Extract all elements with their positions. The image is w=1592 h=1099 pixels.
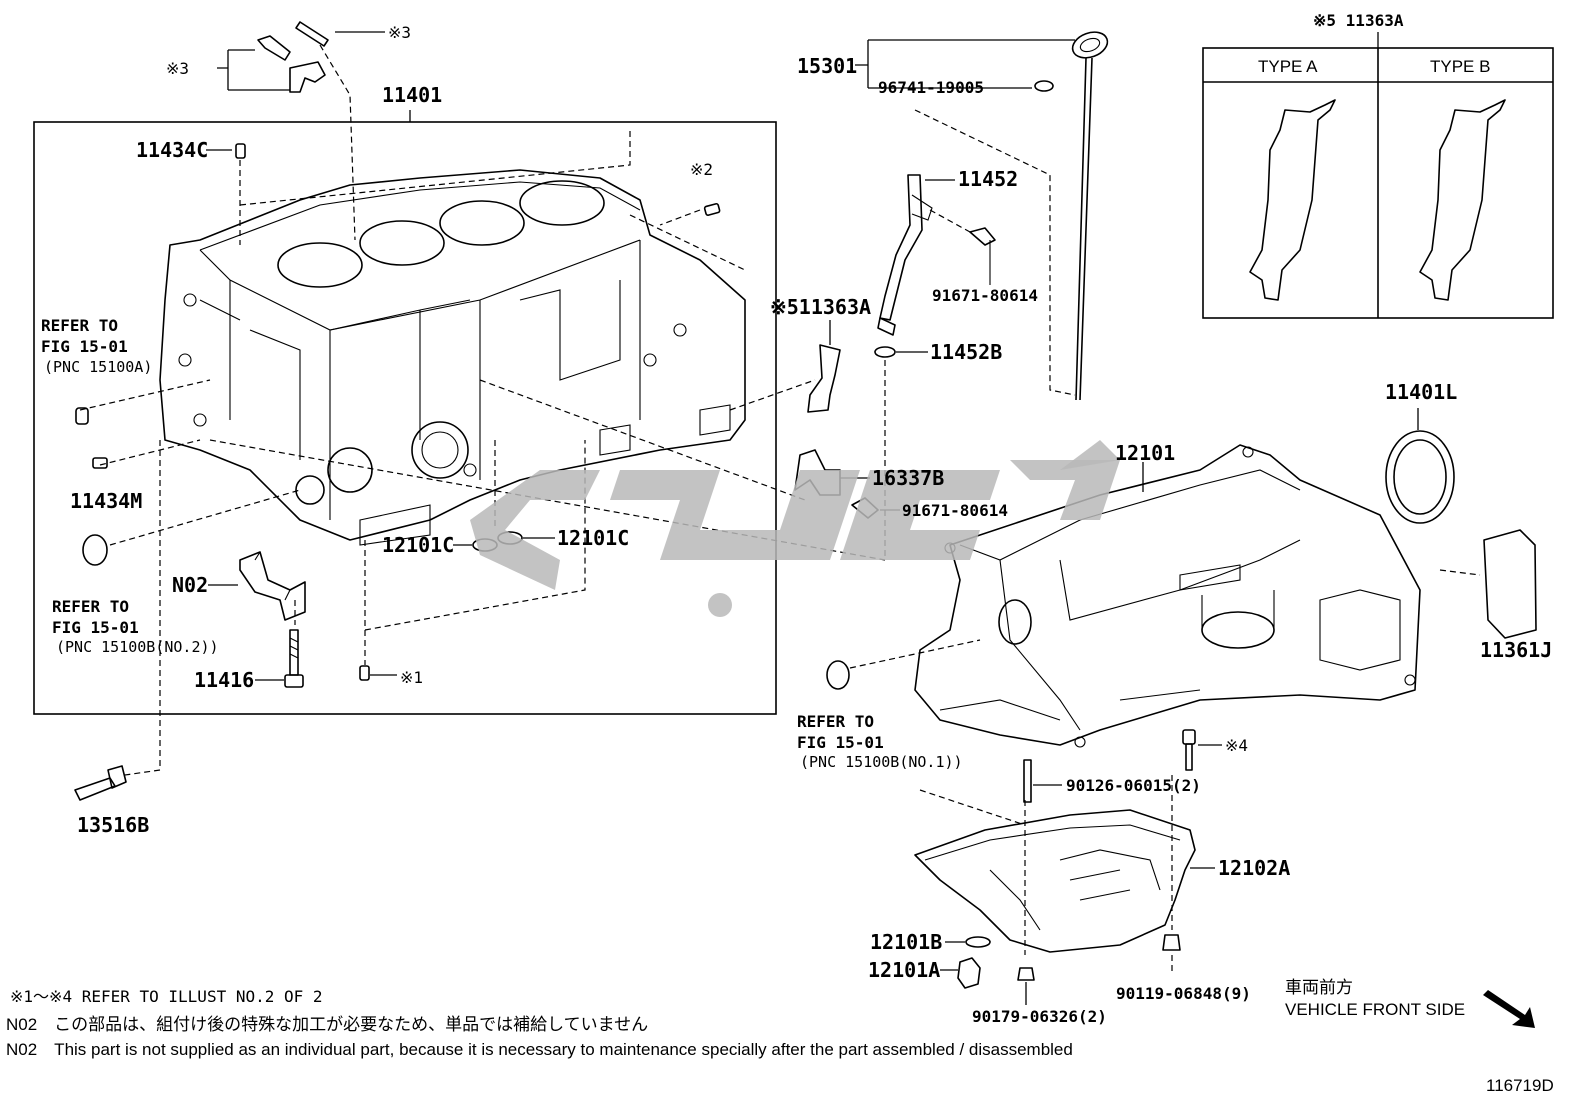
label-90119-06848: 90119-06848(9): [1116, 984, 1251, 1003]
label-ref3-upper: ※3: [388, 23, 411, 42]
inset-type-b: TYPE B: [1430, 57, 1490, 76]
fitting-13516b-illustration: [74, 765, 127, 801]
vehicle-front-en: VEHICLE FRONT SIDE: [1285, 1000, 1465, 1019]
dipstick-15301-illustration[interactable]: [1069, 28, 1111, 401]
dowel-illustration: [75, 407, 89, 425]
label-ref4: ※4: [1225, 736, 1248, 755]
o-ring-11452b: [874, 346, 896, 358]
label-12101: 12101: [1115, 441, 1175, 465]
label-90126-06015: 90126-06015(2): [1066, 776, 1201, 795]
label-11363a-mid: ※511363A: [770, 295, 871, 319]
label-11434m: 11434M: [70, 489, 142, 513]
note-n02-jp: N02 この部品は、組付け後の特殊な加工が必要なため、単品では補給していません: [6, 1015, 648, 1034]
label-ref2: ※2: [690, 160, 713, 179]
label-12102a: 12102A: [1218, 856, 1290, 880]
refer-right-line3: (PNC 15100B(NO.1)): [800, 753, 963, 771]
refer-left-top-line2: FIG 15-01: [41, 337, 128, 356]
inset-title: ※5 11363A: [1313, 11, 1404, 30]
label-90179-06326: 90179-06326(2): [972, 1007, 1107, 1026]
bolt-11416-illustration: [284, 629, 304, 688]
label-11452b: 11452B: [930, 340, 1002, 364]
pin-ref1-illustration: [359, 665, 370, 681]
diagram-id: 116719D: [1486, 1076, 1554, 1095]
inset-type-a: TYPE A: [1258, 57, 1318, 76]
pin-11434c-illustration: [235, 143, 246, 159]
cylinder-block-illustration[interactable]: [159, 169, 746, 546]
bearing-cap-n02-illustration[interactable]: [239, 551, 306, 621]
refer-left-top-line1: REFER TO: [41, 316, 118, 335]
ref3-fittings-illustration: [257, 21, 329, 93]
label-11452: 11452: [958, 167, 1018, 191]
label-ref3-left: ※3: [166, 59, 189, 78]
label-12101b: 12101B: [870, 930, 942, 954]
label-91671-80614-lower: 91671-80614: [902, 501, 1008, 520]
gasket-12101b-illustration: [965, 936, 991, 948]
label-11361j: 11361J: [1480, 638, 1552, 662]
inset-11363a-types: [1202, 47, 1554, 319]
label-ref1: ※1: [400, 668, 423, 687]
label-12101c-right: 12101C: [557, 526, 629, 550]
label-16337b: 16337B: [872, 466, 944, 490]
vehicle-front-jp: 車両前方: [1285, 978, 1353, 997]
label-11401: 11401: [382, 83, 442, 107]
bolt-90119-illustration: [1162, 934, 1181, 951]
label-96741-19005: 96741-19005: [878, 78, 984, 97]
label-12101c-left: 12101C: [382, 533, 454, 557]
label-11434c: 11434C: [136, 138, 208, 162]
label-13516b: 13516B: [77, 813, 149, 837]
stud-90126-illustration: [1023, 759, 1032, 803]
drain-plug-12101a-illustration: [957, 957, 981, 989]
bolt-ref4-illustration: [1182, 729, 1196, 771]
label-15301: 15301: [797, 54, 857, 78]
o-ring-96741: [1034, 80, 1054, 92]
pin-ref2-illustration: [703, 202, 721, 216]
refer-left-bottom-line1: REFER TO: [52, 597, 129, 616]
o-ring-left-illustration: [82, 534, 108, 566]
oil-level-gauge-guide-11452-illustration[interactable]: [877, 174, 933, 336]
refer-right-line2: FIG 15-01: [797, 733, 884, 752]
label-12101a: 12101A: [868, 958, 940, 982]
note-n02-en: N02 This part is not supplied as an indi…: [6, 1040, 1073, 1059]
label-n02: N02: [172, 573, 208, 597]
pin-11434m-illustration: [92, 457, 108, 469]
oil-pan-12101-illustration[interactable]: [914, 444, 1421, 748]
bolt-91671-upper-illustration: [969, 227, 996, 285]
baffle-11363a-illustration: [807, 344, 841, 413]
refer-left-bottom-line3: (PNC 15100B(NO.2)): [56, 638, 219, 656]
refer-right-line1: REFER TO: [797, 712, 874, 731]
label-11401l: 11401L: [1385, 380, 1457, 404]
bolt-90179-illustration: [1017, 967, 1035, 981]
label-11416: 11416: [194, 668, 254, 692]
label-91671-80614-upper: 91671-80614: [932, 286, 1038, 305]
refer-left-top-line3: (PNC 15100A): [44, 358, 152, 376]
oil-pan-12102a-illustration[interactable]: [914, 809, 1196, 953]
note-refer-illust: ※1～※4 REFER TO ILLUST NO.2 OF 2: [10, 987, 323, 1006]
refer-left-bottom-line2: FIG 15-01: [52, 618, 139, 637]
o-ring-right-illustration: [826, 660, 850, 690]
watermark-logo: [470, 440, 1120, 617]
vehicle-front-arrow-icon: [1483, 990, 1535, 1028]
oil-seal-11401l-illustration: [1385, 430, 1455, 524]
cylinder-block-group-frame: [33, 121, 777, 715]
cover-11361j-illustration: [1483, 529, 1537, 639]
